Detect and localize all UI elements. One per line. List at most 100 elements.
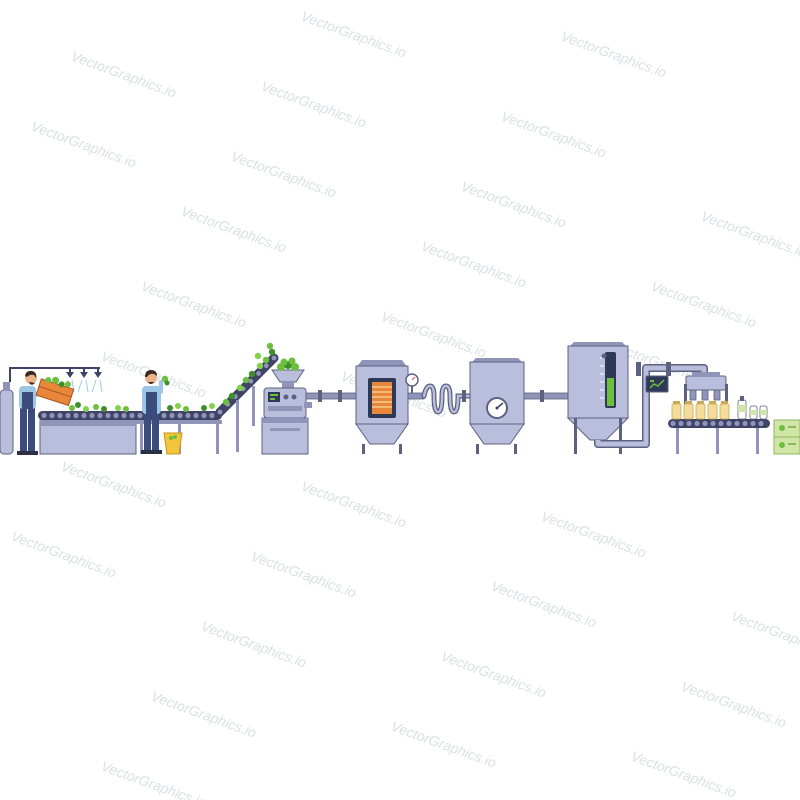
worker-inspector bbox=[141, 370, 170, 454]
jar-icon bbox=[719, 401, 730, 420]
roller bbox=[742, 420, 748, 427]
filter-tank bbox=[355, 360, 419, 454]
jar-icon bbox=[695, 401, 706, 420]
roller bbox=[161, 412, 167, 419]
sprinkler-heads-icon bbox=[66, 368, 102, 378]
grape-icon bbox=[101, 406, 107, 412]
grapes-on-incline bbox=[222, 342, 276, 406]
roller bbox=[137, 412, 143, 419]
watermark-text: VectorGraphics.io bbox=[489, 578, 599, 631]
roller bbox=[81, 412, 87, 419]
roller bbox=[248, 378, 254, 384]
roller bbox=[89, 412, 95, 419]
watermark-text: VectorGraphics.io bbox=[229, 148, 339, 201]
roller bbox=[65, 412, 71, 419]
grape-icon bbox=[115, 405, 121, 411]
roller bbox=[97, 412, 103, 419]
roller bbox=[694, 420, 700, 427]
watermark-text: VectorGraphics.io bbox=[249, 548, 359, 601]
pasteurizer-tank bbox=[469, 358, 525, 454]
grape-icon bbox=[93, 404, 99, 410]
grape-icon bbox=[69, 405, 75, 411]
watermark-text: VectorGraphics.io bbox=[439, 648, 549, 701]
incline-conveyor bbox=[215, 342, 279, 452]
watermark-text: VectorGraphics.io bbox=[729, 608, 800, 661]
roller bbox=[193, 412, 199, 419]
grape-icon bbox=[183, 406, 189, 412]
packaged-boxes bbox=[773, 419, 800, 455]
roller bbox=[734, 420, 740, 427]
crusher-hopper bbox=[271, 369, 305, 383]
grape-icon bbox=[167, 405, 173, 411]
grape-icon bbox=[209, 403, 215, 409]
watermark-text: VectorGraphics.io bbox=[459, 178, 569, 231]
watermark-text: VectorGraphics.io bbox=[59, 458, 169, 511]
cylinder-cap bbox=[3, 382, 10, 391]
grape-icon bbox=[201, 405, 207, 411]
watermark-text: VectorGraphics.io bbox=[539, 508, 649, 561]
watermark-text: VectorGraphics.io bbox=[419, 238, 529, 291]
juice-jars bbox=[671, 401, 730, 420]
roller bbox=[256, 371, 261, 376]
pipe-to-silo bbox=[523, 390, 569, 402]
watermark-text: VectorGraphics.io bbox=[69, 48, 179, 101]
roller bbox=[758, 420, 764, 427]
roller bbox=[41, 412, 47, 419]
watermark-text: VectorGraphics.io bbox=[99, 758, 209, 800]
crusher-press bbox=[261, 357, 312, 455]
filler-head bbox=[685, 375, 727, 391]
watermark-text: VectorGraphics.io bbox=[389, 718, 499, 771]
watermark-text: VectorGraphics.io bbox=[499, 108, 609, 161]
grape-crate bbox=[35, 376, 75, 407]
grape-icon bbox=[75, 402, 81, 408]
grape-icon bbox=[242, 376, 250, 384]
jar-icon bbox=[707, 401, 718, 420]
roller bbox=[263, 363, 269, 369]
roller bbox=[271, 355, 277, 361]
grapes-on-belt bbox=[69, 402, 215, 412]
grape-icon bbox=[83, 406, 89, 412]
watermark-text: VectorGraphics.io bbox=[139, 278, 249, 331]
watermark-text: VectorGraphics.io bbox=[679, 678, 789, 731]
press-base bbox=[261, 417, 309, 455]
roller bbox=[209, 412, 215, 419]
roller bbox=[750, 420, 756, 427]
bottler-control-screen bbox=[645, 375, 669, 393]
roller bbox=[201, 412, 207, 419]
silo-level-fill bbox=[607, 378, 614, 406]
grape-icon bbox=[123, 406, 129, 412]
roller bbox=[718, 420, 724, 427]
watermark-text: VectorGraphics.io bbox=[299, 8, 409, 61]
roller bbox=[710, 420, 716, 427]
watermark-text: VectorGraphics.io bbox=[299, 478, 409, 531]
roller bbox=[113, 412, 119, 419]
control-panel-icon bbox=[268, 392, 280, 402]
grape-icon bbox=[236, 384, 244, 392]
jar-icon bbox=[671, 401, 682, 420]
roller bbox=[105, 412, 111, 419]
coil-heat-exchanger bbox=[407, 383, 473, 415]
roller bbox=[169, 412, 175, 419]
roller bbox=[217, 409, 223, 415]
bucket-icon bbox=[163, 432, 183, 455]
roller bbox=[73, 412, 79, 419]
roller bbox=[670, 420, 676, 427]
roller bbox=[726, 420, 732, 427]
watermark-text: VectorGraphics.io bbox=[199, 618, 309, 671]
grape-icon bbox=[248, 370, 256, 378]
conveyor-frame bbox=[136, 420, 222, 424]
roller bbox=[129, 412, 135, 419]
roller bbox=[185, 412, 191, 419]
roller bbox=[678, 420, 684, 427]
grape-icon bbox=[254, 352, 262, 360]
watermark-text: VectorGraphics.io bbox=[179, 203, 289, 256]
grape-icon bbox=[268, 348, 276, 356]
roller bbox=[57, 412, 63, 419]
washing-sorting-line bbox=[0, 367, 222, 455]
worker-with-crate bbox=[17, 370, 49, 455]
roller bbox=[121, 412, 127, 419]
watermark-text: VectorGraphics.io bbox=[29, 118, 139, 171]
watermark-text: VectorGraphics.io bbox=[629, 748, 739, 800]
watermark-text: VectorGraphics.io bbox=[699, 208, 800, 261]
watermark-text: VectorGraphics.io bbox=[379, 308, 489, 361]
